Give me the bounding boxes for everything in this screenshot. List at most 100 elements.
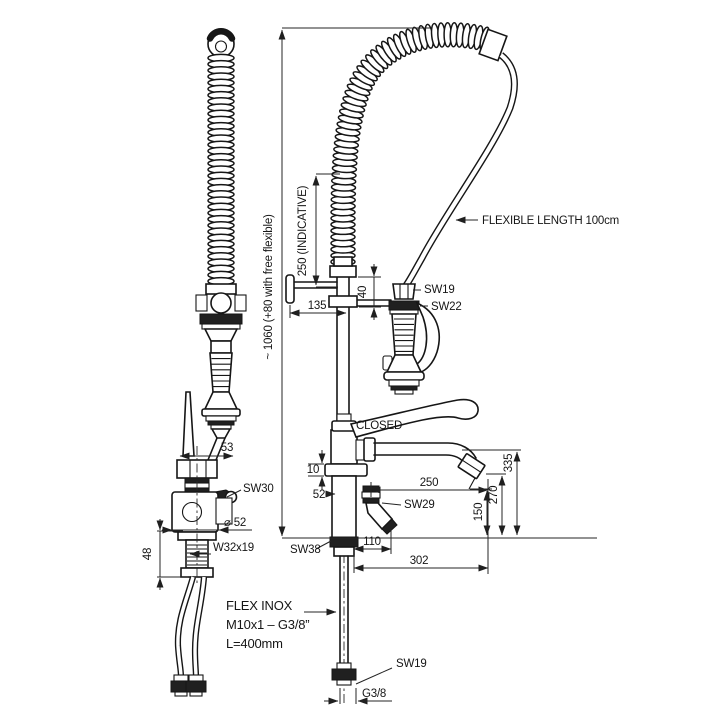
hose-tip <box>189 691 203 697</box>
g38-label: G3/8 <box>362 688 386 700</box>
dim-335-label: 335 <box>503 454 515 473</box>
gun-rim <box>201 408 241 417</box>
main-gun-ribs <box>394 318 414 352</box>
closed-label: CLOSED <box>356 420 402 432</box>
dim-53: 53 <box>179 442 233 460</box>
sw38-label: SW38 <box>290 544 321 556</box>
dia52-label: ⌀ 52 <box>224 517 246 529</box>
main-gun-inlet-nut <box>392 283 416 300</box>
sw19-bottom-label: SW19 <box>396 658 427 670</box>
hook-tab-right <box>234 294 247 312</box>
dim-52-label: 52 <box>313 489 325 501</box>
supply-hose-right-inner <box>193 576 206 678</box>
main-gun-band-dark <box>390 385 418 391</box>
hose-collar <box>188 674 204 682</box>
bottom-hex-fitting <box>331 668 357 681</box>
dim-53-label: 53 <box>221 442 233 454</box>
dim-335: 335 <box>462 449 521 536</box>
dim-150-label: 150 <box>473 503 485 522</box>
hose-collar <box>173 674 189 682</box>
label-sw19-top: SW19 <box>413 284 455 296</box>
ring-hole <box>214 40 228 53</box>
gun-neck <box>210 340 232 354</box>
gun-band-dark <box>207 420 235 426</box>
bottom-collar <box>336 662 352 670</box>
dim-10: 10 <box>307 450 326 490</box>
label-sw30: SW30 <box>226 483 274 498</box>
riser-top-cap <box>333 256 353 267</box>
sw22-label: SW22 <box>431 301 462 313</box>
flex-inox-line2: M10x1 – G3/8” <box>226 617 309 632</box>
main-gun-clamp <box>388 300 420 311</box>
main-gun-grip <box>391 313 417 356</box>
sw19-top-label: SW19 <box>424 284 455 296</box>
coil-end-fitting <box>478 28 508 62</box>
gun-lower-cone <box>210 428 232 439</box>
gun-face <box>205 415 237 422</box>
dim-48-label: 48 <box>142 548 154 560</box>
bottom-tip <box>336 679 352 686</box>
spout-bottom <box>373 454 466 465</box>
flexible-length-label: FLEXIBLE LENGTH 100cm <box>482 215 619 227</box>
ring-top-cap <box>206 28 236 42</box>
label-sw22: SW22 <box>420 301 462 313</box>
flex-inox-line1: FLEX INOX <box>226 598 293 613</box>
dim-40-label: 40 <box>357 286 369 298</box>
dim-40: 40 <box>357 264 381 320</box>
dim-302-label: 302 <box>410 555 429 567</box>
flex-inox-line3: L=400mm <box>226 636 283 651</box>
main-gun-face <box>388 379 420 387</box>
sw29-label: SW29 <box>404 499 435 511</box>
spout-top <box>373 442 477 459</box>
riser-top-nut <box>329 265 357 278</box>
annotations: ~ 1060 (+80 with free flexible) 250 (IND… <box>226 27 619 705</box>
aerator <box>457 453 486 480</box>
label-sw19-bottom: SW19 <box>355 658 427 685</box>
shank-lower <box>333 546 355 557</box>
hose-tip <box>174 691 188 697</box>
supply-hose-left-inner <box>176 576 195 678</box>
main-gun-tip <box>394 389 414 395</box>
label-sw29: SW29 <box>381 499 435 511</box>
riser-clamp <box>328 295 358 308</box>
flexible-tube-inner <box>403 53 517 289</box>
dim-g38: G3/8 <box>324 688 392 705</box>
dim-110: 110 <box>353 529 392 554</box>
overall-height-label: ~ 1060 (+80 with free flexible) <box>263 214 275 360</box>
w32x19-label: W32x19 <box>213 542 254 554</box>
hook-tab-left <box>195 294 208 312</box>
dim-52: 52 <box>313 489 336 501</box>
dim-270-label: 270 <box>488 486 500 505</box>
dim-250-label: 250 <box>420 477 439 489</box>
dim-110-label: 110 <box>363 536 381 548</box>
spout-union-nut <box>363 437 376 462</box>
main-gun-lever <box>415 301 441 374</box>
dim-150: 150 <box>470 488 492 536</box>
hook-ring <box>210 292 232 314</box>
gun-bell <box>203 391 239 410</box>
sw30-label: SW30 <box>243 483 274 495</box>
bracket-flange <box>285 274 295 304</box>
main-view <box>285 22 518 706</box>
dim-302: 302 <box>353 555 489 573</box>
dim-overall-height: ~ 1060 (+80 with free flexible) <box>263 29 286 537</box>
valve-lever-edge <box>182 391 195 457</box>
clamp-band <box>199 313 243 325</box>
dim-250-indicative-label: 250 (INDICATIVE) <box>297 185 309 276</box>
deck-flange <box>324 463 368 477</box>
clinical-lever <box>349 398 479 438</box>
label-sw38: SW38 <box>290 540 332 556</box>
left-view: 53 SW30 ⌀ 52 48 W32x19 <box>142 28 274 697</box>
dim-w32x19: W32x19 <box>189 542 254 558</box>
dim-135: 135 <box>289 300 347 318</box>
body-upper <box>330 429 358 465</box>
dim-10-label: 10 <box>307 464 319 476</box>
valve-outlet <box>215 497 233 525</box>
aerator-drip <box>468 477 476 490</box>
gun-grip-ribs <box>211 358 231 388</box>
main-gun-rim <box>383 371 425 381</box>
gun-down-tube-l <box>207 437 218 461</box>
side-outlet-tip <box>381 518 398 535</box>
label-flexible-length: FLEXIBLE LENGTH 100cm <box>455 215 619 227</box>
